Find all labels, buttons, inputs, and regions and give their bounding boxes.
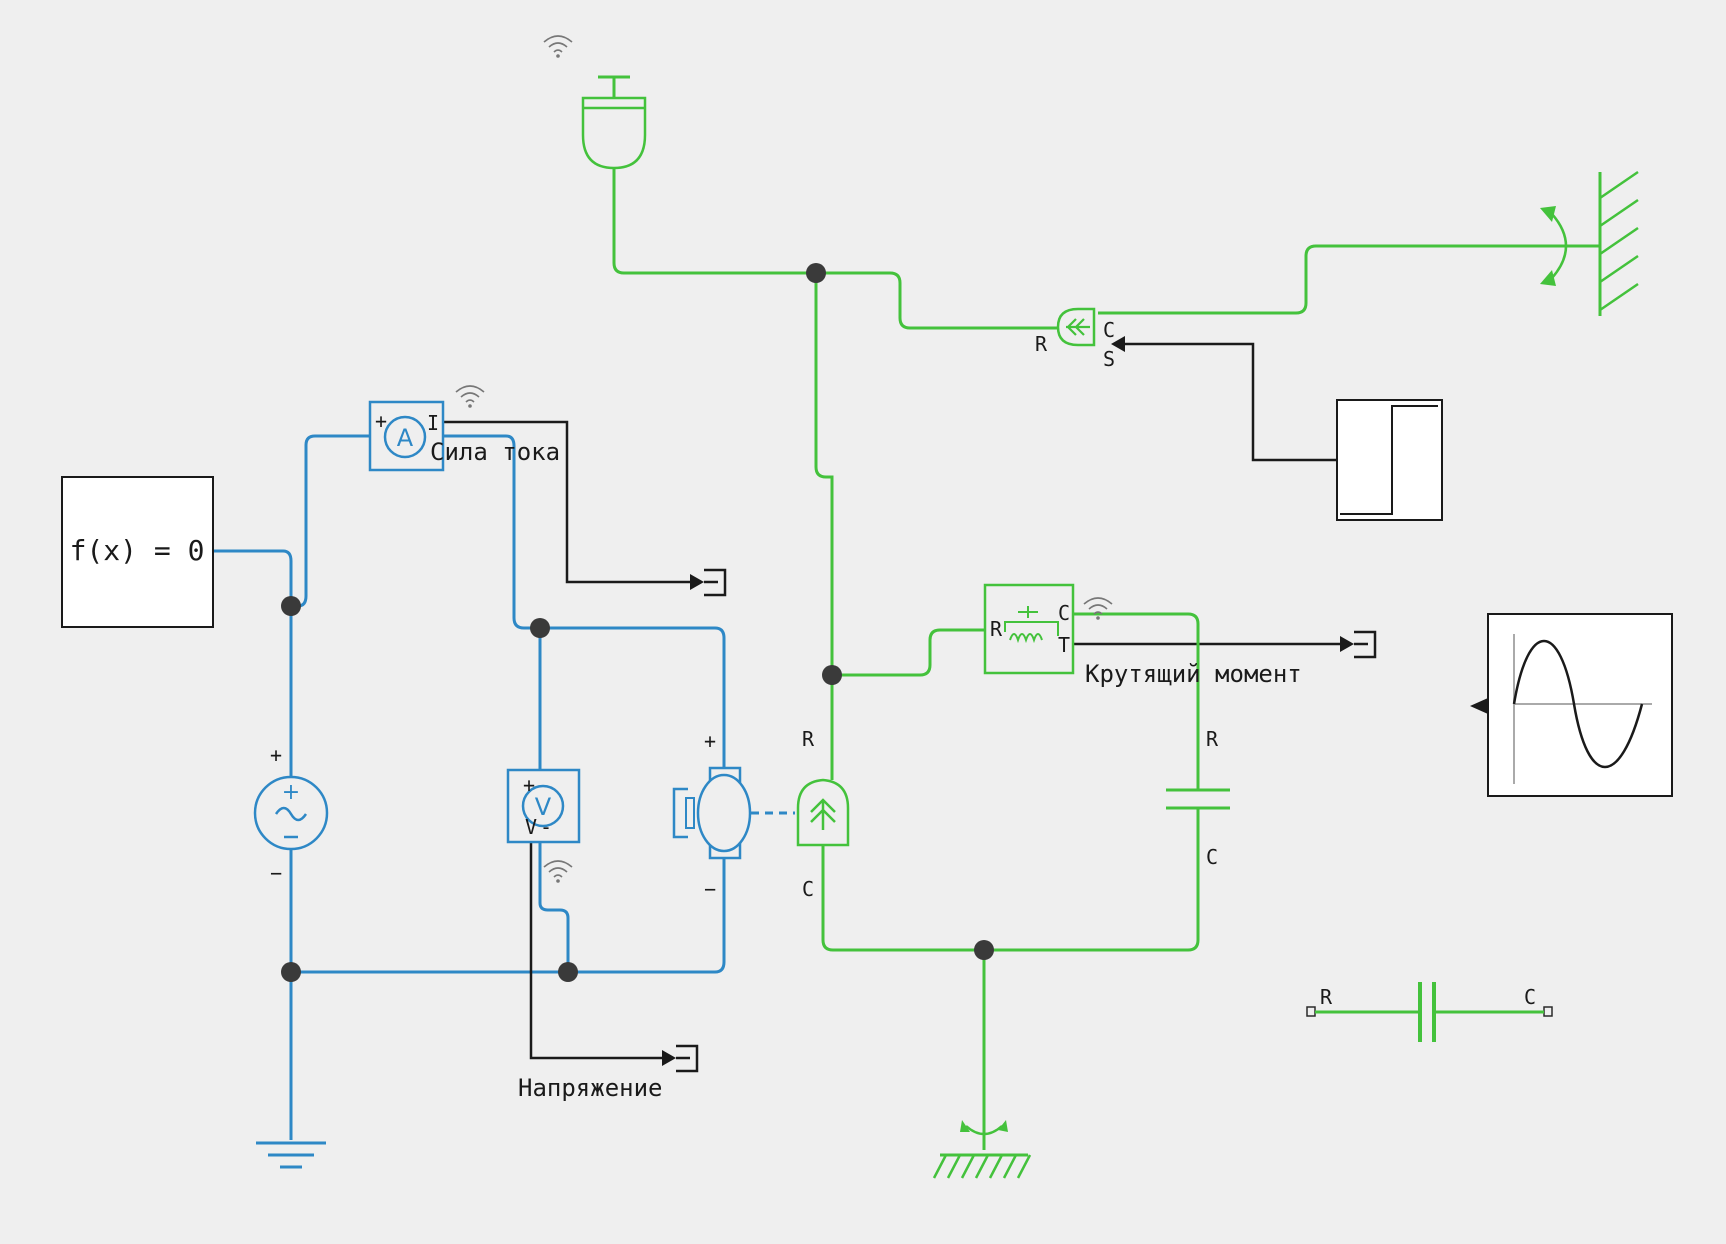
dc-motor[interactable]: + − bbox=[672, 729, 752, 901]
legend-port-r: R bbox=[1320, 985, 1333, 1009]
step-source-block[interactable] bbox=[1336, 399, 1443, 521]
ac-voltage-source[interactable]: + + − bbox=[253, 743, 329, 885]
motor-top-wire[interactable] bbox=[540, 626, 726, 768]
arrowhead bbox=[690, 574, 704, 590]
rotational-spring[interactable]: R C bbox=[1166, 727, 1230, 869]
motor-minus: − bbox=[704, 877, 716, 901]
sensor-port-r: R bbox=[990, 617, 1003, 641]
junction-node bbox=[974, 940, 994, 960]
scope-terminator-icon[interactable] bbox=[704, 568, 727, 597]
sine-source-block[interactable] bbox=[1487, 613, 1673, 797]
junction-node bbox=[530, 618, 550, 638]
spring-port-r: R bbox=[1206, 727, 1219, 751]
legend-port-c: C bbox=[1524, 985, 1536, 1009]
torque-sensor[interactable]: R C T bbox=[983, 583, 1075, 675]
junction-node bbox=[822, 665, 842, 685]
sine-wave-icon bbox=[1512, 640, 1644, 768]
clutch-port-r: R bbox=[1035, 332, 1048, 356]
junction-node bbox=[281, 596, 301, 616]
voltage-signal-label: Напряжение bbox=[518, 1074, 663, 1102]
spring-c-wire[interactable] bbox=[984, 808, 1200, 952]
torque-signal-label: Крутящий момент bbox=[1085, 660, 1302, 688]
electrical-ground-icon[interactable] bbox=[256, 1141, 326, 1169]
clutch-c-wire[interactable] bbox=[1098, 244, 1600, 315]
scope-terminator-icon[interactable] bbox=[1354, 630, 1377, 659]
motor-plus: + bbox=[704, 729, 716, 753]
torque-source-port-r: R bbox=[802, 727, 815, 751]
arrowhead bbox=[662, 1050, 676, 1066]
voltmeter[interactable]: V + V - bbox=[506, 768, 581, 844]
svg-text:+: + bbox=[282, 780, 300, 805]
sensor-c-wire[interactable] bbox=[1073, 612, 1200, 790]
bottom-return-wire[interactable] bbox=[291, 858, 726, 974]
clutch[interactable]: R C S bbox=[1035, 307, 1115, 371]
vertical-shaft-wire[interactable] bbox=[814, 273, 834, 675]
scope-terminator-icon[interactable] bbox=[676, 1044, 699, 1073]
voltmeter-plus: + bbox=[523, 773, 535, 797]
arrowhead bbox=[1340, 636, 1354, 652]
ammeter[interactable]: A + I bbox=[368, 400, 445, 472]
current-signal-label: Сила тока bbox=[430, 438, 560, 466]
solver-label: f(x) = 0 bbox=[70, 534, 205, 567]
voltmeter-out-port: V bbox=[525, 815, 537, 839]
junction-node bbox=[558, 962, 578, 982]
voltmeter-minus: - bbox=[540, 815, 552, 839]
solver-wire[interactable] bbox=[213, 549, 293, 606]
ac-source-minus: − bbox=[270, 861, 282, 885]
mechanical-ground-icon[interactable] bbox=[932, 1120, 1032, 1179]
rotational-reference-icon[interactable] bbox=[1540, 170, 1639, 316]
ammeter-out-wire[interactable] bbox=[443, 434, 540, 630]
solver-block[interactable]: f(x) = 0 bbox=[61, 476, 214, 628]
wifi-icon bbox=[1083, 597, 1113, 620]
arrowhead bbox=[1111, 336, 1125, 352]
sine-glyph-icon bbox=[274, 806, 308, 822]
junctions bbox=[281, 263, 994, 982]
legend-spring-component[interactable]: R C bbox=[1306, 982, 1553, 1042]
ac-source-plus: + bbox=[270, 743, 282, 767]
torque-source-c-wire[interactable] bbox=[821, 845, 984, 952]
spring-port-c: C bbox=[1206, 845, 1218, 869]
ammeter-symbol: A bbox=[397, 424, 414, 452]
clutch-r-wire[interactable] bbox=[816, 271, 1058, 330]
junction-node bbox=[281, 962, 301, 982]
clutch-port-s: S bbox=[1103, 347, 1115, 371]
torque-arrow-icon bbox=[810, 798, 836, 830]
inertia-wire[interactable] bbox=[612, 167, 816, 275]
ammeter-plus: + bbox=[375, 409, 387, 433]
sensor-r-wire[interactable] bbox=[832, 628, 985, 677]
sensor-port-t: T bbox=[1058, 633, 1070, 657]
signal-wires bbox=[443, 336, 1488, 1066]
sensor-port-c: C bbox=[1058, 601, 1070, 625]
junction-node bbox=[806, 263, 826, 283]
ammeter-out-port: I bbox=[427, 411, 439, 435]
voltage-signal-wire[interactable] bbox=[529, 822, 662, 1060]
voltmeter-bottom-wire[interactable] bbox=[538, 840, 570, 972]
wifi-icon bbox=[543, 860, 573, 883]
torque-source-port-c: C bbox=[802, 877, 814, 901]
ammeter-in-wire[interactable] bbox=[291, 434, 370, 608]
clutch-port-c: C bbox=[1103, 318, 1115, 342]
mechanical-wires bbox=[612, 167, 1600, 1150]
arrowhead bbox=[1470, 698, 1488, 714]
wifi-icon bbox=[455, 385, 485, 408]
step-icon bbox=[1340, 405, 1438, 515]
ideal-torque-source[interactable]: R C bbox=[796, 727, 850, 901]
wifi-icon bbox=[543, 35, 573, 58]
electrical-wires bbox=[213, 434, 795, 1140]
inertia-icon[interactable] bbox=[581, 75, 647, 170]
clutch-control-wire[interactable] bbox=[1125, 342, 1337, 462]
voltmeter-symbol: V bbox=[535, 793, 552, 821]
current-signal-wire[interactable] bbox=[443, 420, 690, 584]
